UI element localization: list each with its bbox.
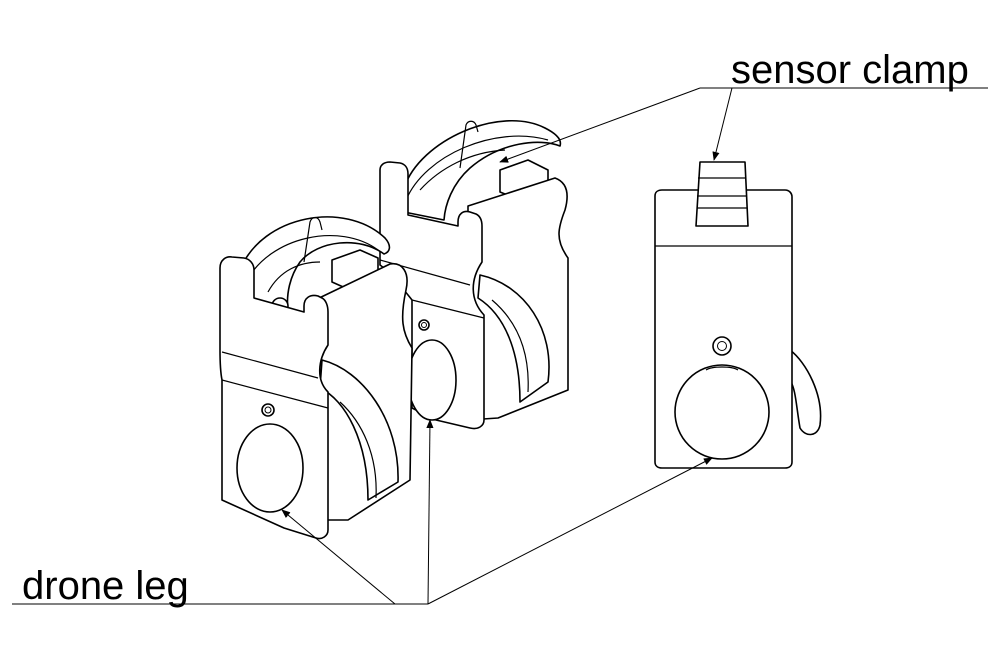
right-clip-screw [712,336,732,356]
left-clip-leg-hole [236,423,304,513]
right-clip-leg-hole [674,364,770,460]
right-clip-assembly [654,161,822,469]
left-clip-wing [319,359,399,501]
middle-clip-leg-hole [407,339,457,421]
middle-clip-clamp-strap [403,119,562,221]
right-clip-top-clamp [695,161,749,227]
left-clip-assembly [219,216,413,540]
drone-leg-leader-middle [426,419,434,605]
drone-leg-callout [12,419,713,605]
sensor-clamp-label: sensor clamp [731,48,969,92]
sensor-clamp-callout [499,87,988,163]
drone-leg-label: drone leg [22,564,189,608]
drone-leg-leader-left [281,509,396,605]
middle-clip-assembly [379,119,569,430]
sensor-clamp-leader-middle [499,87,701,163]
middle-clip-screw [418,319,430,331]
left-clip-clamp-strap [239,216,391,311]
middle-clip-wing [477,274,550,403]
sensor-clamp-leader-right [712,87,733,161]
drone-leg-leader-right [427,457,713,605]
right-clip-fin [789,349,822,436]
middle-clip-front [379,161,485,430]
left-clip-screw [261,403,275,417]
